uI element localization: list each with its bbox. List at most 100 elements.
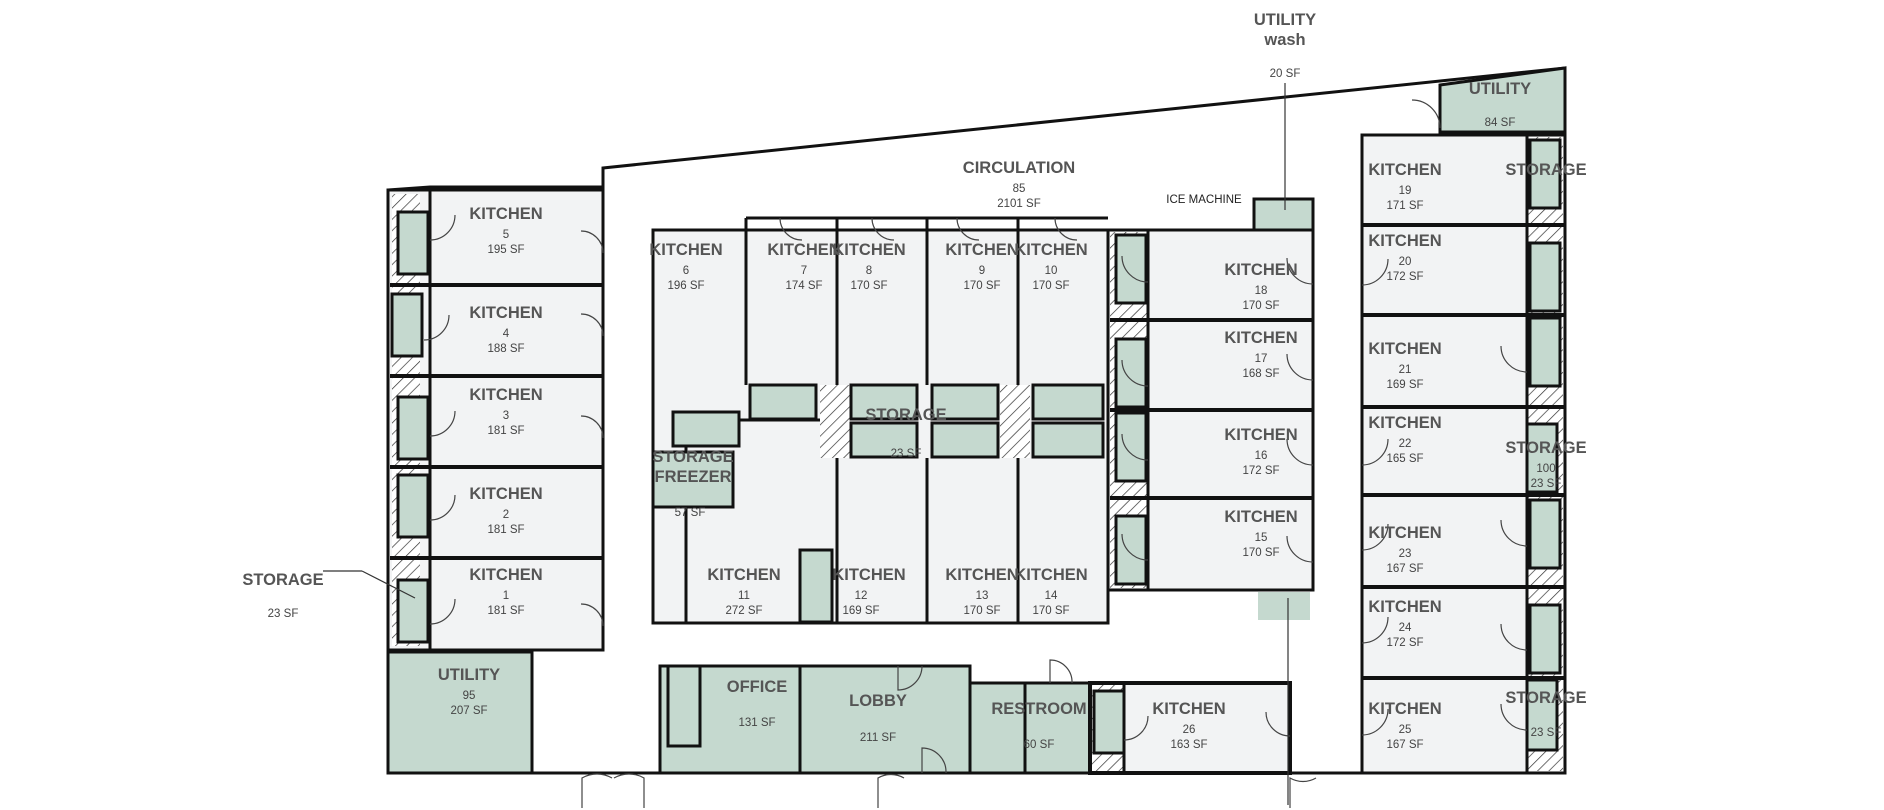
k4-name: KITCHEN [469, 304, 542, 322]
utility-wash-area: 20 SF [1270, 68, 1301, 80]
k15-name: KITCHEN [1224, 508, 1297, 526]
k24-area: 172 SF [1386, 637, 1423, 649]
left-column [386, 188, 605, 652]
k11-name: KITCHEN [707, 566, 780, 584]
k7-number: 7 [801, 265, 807, 277]
storage-freezer-area: 57 SF [675, 507, 706, 519]
right-column [1360, 66, 1567, 775]
k3-name: KITCHEN [469, 386, 542, 404]
k19-area: 171 SF [1386, 200, 1423, 212]
k3-number: 3 [503, 410, 509, 422]
k14-number: 14 [1045, 590, 1058, 602]
k16-number: 16 [1255, 450, 1268, 462]
k15-number: 15 [1255, 532, 1268, 544]
k1-number: 1 [503, 590, 509, 602]
door-swings [423, 99, 1528, 808]
k14-area: 170 SF [1032, 605, 1069, 617]
utility84-name: UTILITY [1469, 80, 1531, 98]
bottom-row [658, 664, 1292, 775]
k20-area: 172 SF [1386, 271, 1423, 283]
storage-freezer-name: STORAGE FREEZER [652, 448, 733, 486]
storage-top-right-name: STORAGE [1505, 161, 1586, 179]
circulation-name: CIRCULATION [963, 159, 1075, 177]
callouts: UTILITY wash 20 SF STORAGE 23 SF ICE MAC… [242, 11, 1316, 620]
k16-name: KITCHEN [1224, 426, 1297, 444]
storage100-name: STORAGE [1505, 439, 1586, 457]
k23-name: KITCHEN [1368, 524, 1441, 542]
k2-name: KITCHEN [469, 485, 542, 503]
k9-name: KITCHEN [945, 241, 1018, 259]
storage100-number: 100 [1536, 463, 1555, 475]
k13-name: KITCHEN [945, 566, 1018, 584]
k21-number: 21 [1399, 364, 1412, 376]
k10-area: 170 SF [1032, 280, 1069, 292]
k19-name: KITCHEN [1368, 161, 1441, 179]
office-name: OFFICE [727, 678, 788, 696]
k23-number: 23 [1399, 548, 1412, 560]
k18-area: 170 SF [1242, 300, 1279, 312]
restroom-area: 60 SF [1024, 739, 1055, 751]
k9-area: 170 SF [963, 280, 1000, 292]
k18-name: KITCHEN [1224, 261, 1297, 279]
k18-number: 18 [1255, 285, 1268, 297]
k23-area: 167 SF [1386, 563, 1423, 575]
k8-area: 170 SF [850, 280, 887, 292]
storage-bottom-right-name: STORAGE [1505, 689, 1586, 707]
storage-freezer-line-1: STORAGE [652, 448, 733, 466]
k6-area: 196 SF [667, 280, 704, 292]
k12-area: 169 SF [842, 605, 879, 617]
k17-area: 168 SF [1242, 368, 1279, 380]
storage-left-name: STORAGE [242, 571, 323, 589]
k10-number: 10 [1045, 265, 1058, 277]
k26-number: 26 [1183, 724, 1196, 736]
utility-wash-line1: UTILITY [1254, 11, 1316, 29]
k20-name: KITCHEN [1368, 232, 1441, 250]
k13-area: 170 SF [963, 605, 1000, 617]
k26-name: KITCHEN [1152, 700, 1225, 718]
utility-95 [386, 650, 534, 775]
k5-name: KITCHEN [469, 205, 542, 223]
k13-number: 13 [976, 590, 989, 602]
restroom-name: RESTROOM [991, 700, 1086, 718]
k7-area: 174 SF [785, 280, 822, 292]
k25-area: 167 SF [1386, 739, 1423, 751]
storage-center-area: 23 SF [891, 448, 922, 460]
k6-number: 6 [683, 265, 689, 277]
storage-freezer-box [651, 450, 735, 509]
k1-name: KITCHEN [469, 566, 542, 584]
right-middle-block [1106, 197, 1315, 620]
k4-number: 4 [503, 328, 510, 340]
k26-area: 163 SF [1170, 739, 1207, 751]
k24-name: KITCHEN [1368, 598, 1441, 616]
k22-area: 165 SF [1386, 453, 1423, 465]
k5-area: 195 SF [487, 244, 524, 256]
k8-name: KITCHEN [832, 241, 905, 259]
center-block [651, 216, 1110, 625]
k3-area: 181 SF [487, 425, 524, 437]
storage100-area: 23 SF [1531, 478, 1562, 490]
k10-name: KITCHEN [1014, 241, 1087, 259]
k21-area: 169 SF [1386, 379, 1423, 391]
k17-name: KITCHEN [1224, 329, 1297, 347]
storage-freezer-line-2: FREEZER [654, 468, 731, 486]
storage-left-area: 23 SF [268, 608, 299, 620]
utility95-name: UTILITY [438, 666, 500, 684]
utility95-area: 207 SF [450, 705, 487, 717]
leader-lines [323, 83, 1289, 805]
k24-number: 24 [1399, 622, 1412, 634]
k8-number: 8 [866, 265, 872, 277]
office-area: 131 SF [738, 717, 775, 729]
k9-number: 9 [979, 265, 985, 277]
k21-name: KITCHEN [1368, 340, 1441, 358]
k11-area: 272 SF [725, 605, 762, 617]
k12-name: KITCHEN [832, 566, 905, 584]
circulation-number: 85 [1013, 183, 1026, 195]
k20-number: 20 [1399, 256, 1412, 268]
utility84-area: 84 SF [1485, 117, 1516, 129]
k15-area: 170 SF [1242, 547, 1279, 559]
k2-number: 2 [503, 509, 509, 521]
k25-number: 25 [1399, 724, 1412, 736]
circulation-area: 2101 SF [997, 198, 1040, 210]
lobby-area: 211 SF [860, 732, 896, 744]
